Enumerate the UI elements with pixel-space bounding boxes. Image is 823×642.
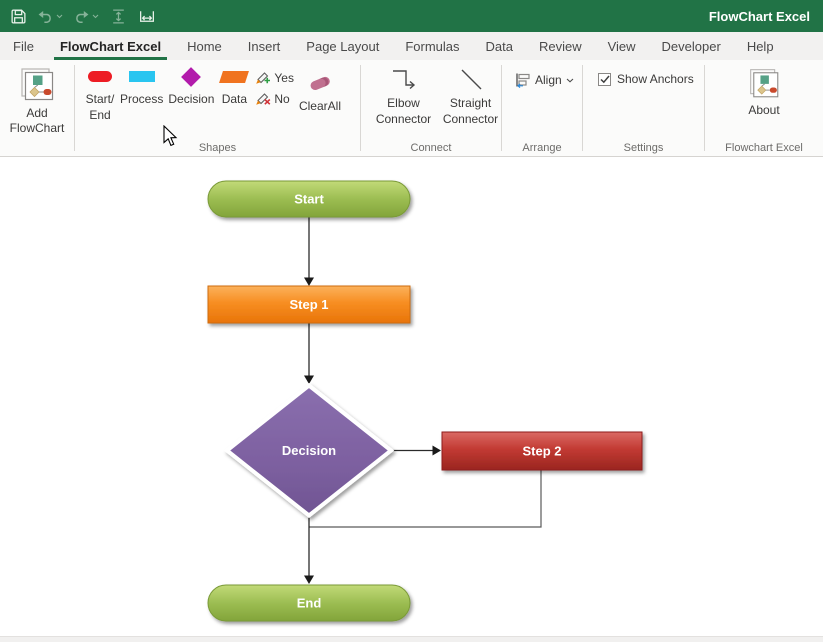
ribbon-group-connect: Elbow Connector Straight Connector Conne… <box>361 60 501 156</box>
clear-all-button[interactable]: ClearAll <box>299 69 341 113</box>
no-label: No <box>274 92 290 106</box>
tab-developer[interactable]: Developer <box>661 38 721 54</box>
align-chevron-icon <box>566 78 574 83</box>
align-objects-icon <box>516 73 530 88</box>
tab-help[interactable]: Help <box>746 38 774 54</box>
pen-yes-icon <box>256 72 271 84</box>
no-button[interactable]: No <box>254 91 294 107</box>
quick-access-toolbar <box>0 8 156 25</box>
fit-width-icon[interactable] <box>138 8 156 25</box>
tab-formulas[interactable]: Formulas <box>405 38 460 54</box>
add-flowchart-button[interactable]: Add FlowChart <box>0 60 74 136</box>
ribbon-group-settings: Show Anchors Settings <box>583 60 704 156</box>
redo-chevron-icon <box>92 14 99 18</box>
arrowhead-end <box>304 575 314 584</box>
tab-review[interactable]: Review <box>538 38 582 54</box>
tab-insert[interactable]: Insert <box>247 38 281 54</box>
group-separator <box>360 65 361 151</box>
elbow-connector-label: Elbow Connector <box>375 96 432 126</box>
flowchart-drawing: Start Step 1 Decision Step 2 End <box>207 180 643 622</box>
process-label: Process <box>120 92 164 106</box>
window-bottom-edge <box>0 636 823 642</box>
group-separator <box>501 65 502 151</box>
about-group-label: Flowchart Excel <box>725 142 803 154</box>
group-separator <box>704 65 705 151</box>
about-label: About <box>748 103 780 117</box>
about-button[interactable]: About <box>705 60 823 118</box>
show-anchors-checkbox[interactable]: Show Anchors <box>583 60 704 86</box>
ribbon-group-arrange: Align Arrange <box>502 60 582 156</box>
decision-label: Decision <box>168 92 215 106</box>
group-separator <box>582 65 583 151</box>
arrowhead-step2 <box>432 445 441 456</box>
save-icon[interactable] <box>10 8 27 25</box>
node-step2-label: Step 2 <box>522 444 561 459</box>
tab-view[interactable]: View <box>607 38 636 54</box>
start-end-button[interactable]: Start/ End <box>85 69 115 123</box>
pen-no-icon <box>256 93 271 105</box>
flowchart-node-decision[interactable] <box>223 382 395 519</box>
align-label: Align <box>535 73 562 87</box>
ribbon-group-about: About Flowchart Excel <box>705 60 823 156</box>
node-decision-label: Decision <box>282 443 336 458</box>
tab-home[interactable]: Home <box>187 38 222 54</box>
flowchart-node-end[interactable] <box>207 584 411 622</box>
add-flowchart-label: Add FlowChart <box>9 106 65 135</box>
flowchart-node-start[interactable] <box>207 180 411 218</box>
settings-group-label: Settings <box>623 142 664 154</box>
tab-page-layout[interactable]: Page Layout <box>306 38 380 54</box>
undo-icon[interactable] <box>38 9 63 24</box>
checkbox-checked-icon <box>598 72 611 86</box>
arrowhead-decision <box>304 375 314 384</box>
redo-icon[interactable] <box>74 9 99 24</box>
terminator-shape-icon <box>88 71 112 82</box>
data-label: Data <box>221 92 248 106</box>
ribbon-tab-bar: File FlowChart Excel Home Insert Page La… <box>0 32 823 60</box>
show-anchors-label: Show Anchors <box>617 72 694 86</box>
elbow-connector-button[interactable]: Elbow Connector <box>373 66 434 127</box>
worksheet-canvas[interactable]: Start Step 1 Decision Step 2 End <box>0 157 823 642</box>
tab-flowchart-excel[interactable]: FlowChart Excel <box>47 32 174 60</box>
group-separator <box>74 65 75 151</box>
data-button[interactable]: Data <box>219 69 250 108</box>
data-shape-icon <box>219 70 250 83</box>
mouse-cursor-icon <box>163 124 178 152</box>
arrowhead-step1 <box>304 277 314 286</box>
undo-chevron-icon <box>56 14 63 18</box>
align-dropdown[interactable]: Align <box>502 60 582 88</box>
connector-step2-loopback[interactable] <box>309 470 542 528</box>
start-end-label: Start/ End <box>85 92 115 122</box>
yes-button[interactable]: Yes <box>254 70 294 86</box>
process-button[interactable]: Process <box>120 69 163 108</box>
decision-button[interactable]: Decision <box>168 66 215 108</box>
decision-shape-icon <box>181 66 202 87</box>
process-shape-icon <box>128 71 155 82</box>
node-end-label: End <box>297 596 322 611</box>
flowchart-icon <box>750 69 779 98</box>
straight-connector-icon <box>461 69 481 90</box>
straight-connector-label: Straight Connector <box>442 96 499 126</box>
window-title: FlowChart Excel <box>708 8 810 24</box>
ribbon-group-add: Add FlowChart <box>0 60 74 156</box>
flowchart-node-step1[interactable] <box>207 285 411 324</box>
tab-data[interactable]: Data <box>485 38 513 54</box>
yes-label: Yes <box>274 71 294 85</box>
straight-connector-button[interactable]: Straight Connector <box>440 66 501 127</box>
ribbon-group-shapes: Start/ End Process Decision Data <box>75 60 360 156</box>
shapes-group-label: Shapes <box>198 142 237 154</box>
arrange-group-label: Arrange <box>522 142 562 154</box>
eraser-icon <box>310 76 330 91</box>
row-height-icon[interactable] <box>110 8 127 25</box>
title-bar: FlowChart Excel <box>0 0 823 32</box>
elbow-connector-icon <box>392 70 415 90</box>
flowchart-node-step2[interactable] <box>441 431 643 471</box>
clear-all-label: ClearAll <box>298 99 341 113</box>
connect-group-label: Connect <box>410 142 452 154</box>
tab-file[interactable]: File <box>13 38 34 54</box>
node-step1-label: Step 1 <box>289 297 328 312</box>
flowchart-icon <box>21 68 54 101</box>
ribbon: Add FlowChart Start/ End Process Decisio… <box>0 60 823 157</box>
node-start-label: Start <box>294 192 324 207</box>
